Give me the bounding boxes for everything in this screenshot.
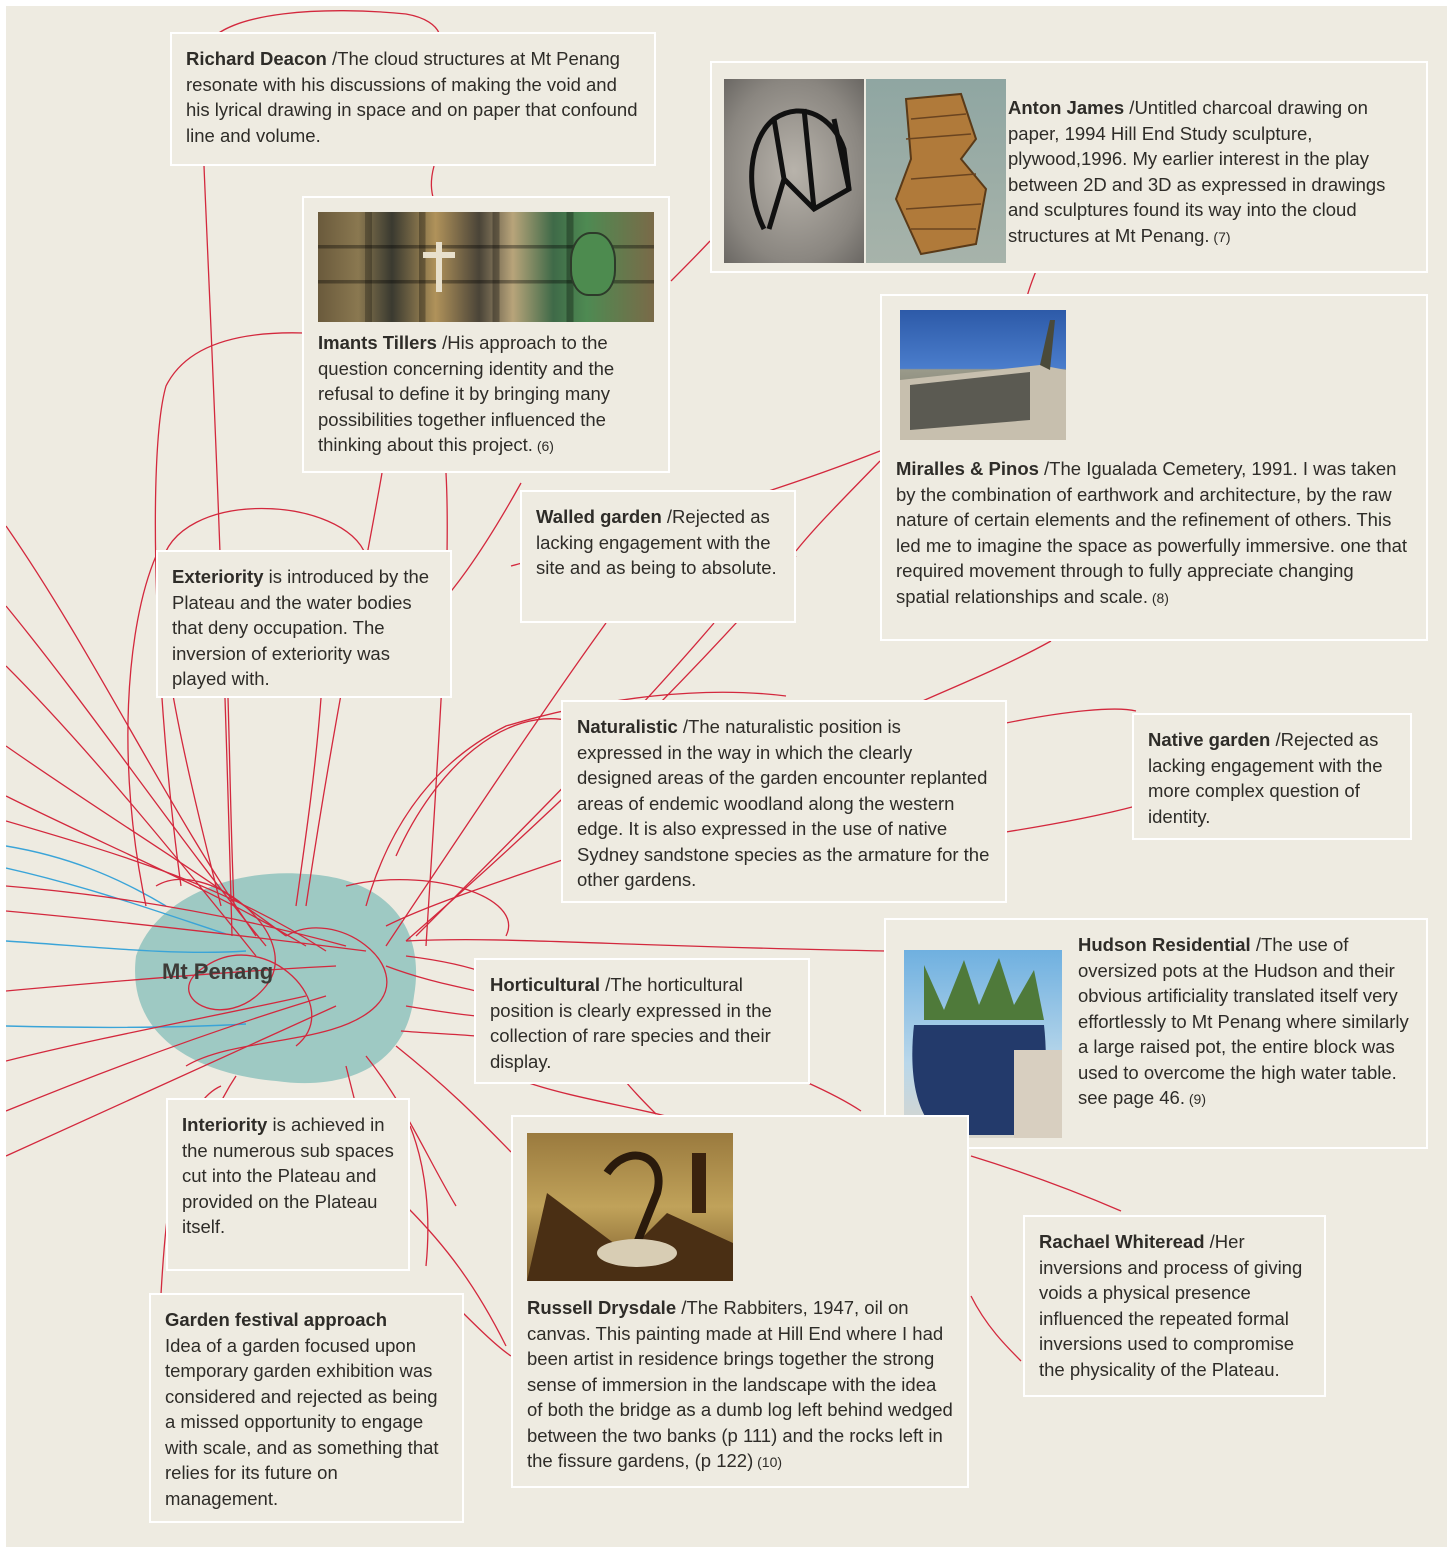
- node-title: Imants Tillers: [318, 332, 437, 353]
- hudson-pot-image: [904, 950, 1062, 1138]
- node-exteriority: Exteriority is introduced by the Plateau…: [156, 550, 452, 698]
- hub-shape: [135, 873, 417, 1084]
- node-interiority: Interiority is achieved in the numerous …: [166, 1098, 410, 1271]
- node-title: Miralles & Pinos: [896, 458, 1039, 479]
- node-rachael-whiteread: Rachael Whiteread /Her inversions and pr…: [1023, 1215, 1326, 1397]
- node-title: Horticultural: [490, 974, 600, 995]
- node-anton-james: Anton James /Untitled charcoal drawing o…: [710, 61, 1428, 273]
- node-title: Interiority: [182, 1114, 268, 1135]
- node-text: /Rejected as lacking engagement with the…: [536, 506, 777, 578]
- node-text: /The Rabbiters, 1947, oil on canvas. Thi…: [527, 1297, 953, 1471]
- painting-icon: [527, 1151, 733, 1281]
- node-imants-tillers: Imants Tillers /His approach to the ques…: [302, 196, 670, 473]
- node-ref: (6): [532, 438, 554, 454]
- node-naturalistic: Naturalistic /The naturalistic position …: [561, 700, 1007, 903]
- node-text: /The use of oversized pots at the Hudson…: [1078, 934, 1409, 1108]
- node-text: Idea of a garden focused upon temporary …: [165, 1334, 439, 1509]
- diagram-page: Mt Penang Richard Deacon /The cloud stru…: [6, 6, 1447, 1547]
- node-hudson-residential: Hudson Residential /The use of oversized…: [884, 918, 1428, 1149]
- node-russell-drysdale: Russell Drysdale /The Rabbiters, 1947, o…: [511, 1115, 969, 1488]
- sculpture-icon: [894, 92, 988, 256]
- hub-label: Mt Penang: [162, 959, 274, 984]
- mask-figure: [570, 232, 616, 296]
- charcoal-drawing-icon: [749, 108, 852, 231]
- node-ref: (9): [1184, 1091, 1206, 1107]
- node-ref: (8): [1147, 589, 1169, 606]
- node-text: /The naturalistic position is expressed …: [577, 716, 990, 890]
- node-horticultural: Horticultural /The horticultural positio…: [474, 958, 810, 1084]
- node-text: /The horticultural position is clearly e…: [490, 974, 772, 1072]
- node-title: Naturalistic: [577, 716, 678, 737]
- cross-figure: [436, 242, 442, 292]
- node-richard-deacon: Richard Deacon /The cloud structures at …: [170, 32, 656, 166]
- node-text: /The cloud structures at Mt Penang reson…: [186, 48, 638, 146]
- node-ref: (7): [1209, 228, 1231, 245]
- node-walled-garden: Walled garden /Rejected as lacking engag…: [520, 490, 796, 623]
- node-text: /His approach to the question concerning…: [318, 332, 615, 455]
- node-title: Garden festival approach: [165, 1309, 388, 1330]
- anton-james-sculpture-image: [866, 79, 1006, 263]
- node-miralles-pinos: Miralles & Pinos /The Igualada Cemetery,…: [880, 294, 1428, 641]
- node-native-garden: Native garden /Rejected as lacking engag…: [1132, 713, 1412, 840]
- node-title: Anton James: [1008, 97, 1125, 118]
- node-ref: (10): [753, 1454, 783, 1470]
- node-text: is introduced by the Plateau and the wat…: [172, 566, 430, 689]
- node-text: /Untitled charcoal drawing on paper, 199…: [1008, 97, 1386, 246]
- node-title: Exteriority: [172, 566, 264, 587]
- cemetery-wall-icon: [900, 320, 1066, 440]
- cross-figure-bar: [423, 252, 455, 258]
- igualada-cemetery-image: [900, 310, 1066, 440]
- anton-james-drawing-image: [724, 79, 864, 263]
- node-title: Native garden: [1148, 729, 1271, 750]
- node-title: Hudson Residential: [1078, 934, 1251, 955]
- rabbiters-painting-image: [527, 1133, 733, 1281]
- node-text: /Her inversions and process of giving vo…: [1039, 1231, 1303, 1380]
- node-text: /The Igualada Cemetery, 1991. I was take…: [896, 458, 1408, 607]
- imants-tillers-image: [318, 212, 654, 322]
- node-text: /Rejected as lacking engagement with the…: [1148, 729, 1383, 827]
- node-title: Russell Drysdale: [527, 1297, 677, 1318]
- node-title: Rachael Whiteread: [1039, 1231, 1205, 1252]
- node-text: is achieved in the numerous sub spaces c…: [182, 1114, 394, 1237]
- planter-pot-icon: [912, 958, 1062, 1138]
- node-title: Richard Deacon: [186, 48, 327, 69]
- node-title: Walled garden: [536, 506, 662, 527]
